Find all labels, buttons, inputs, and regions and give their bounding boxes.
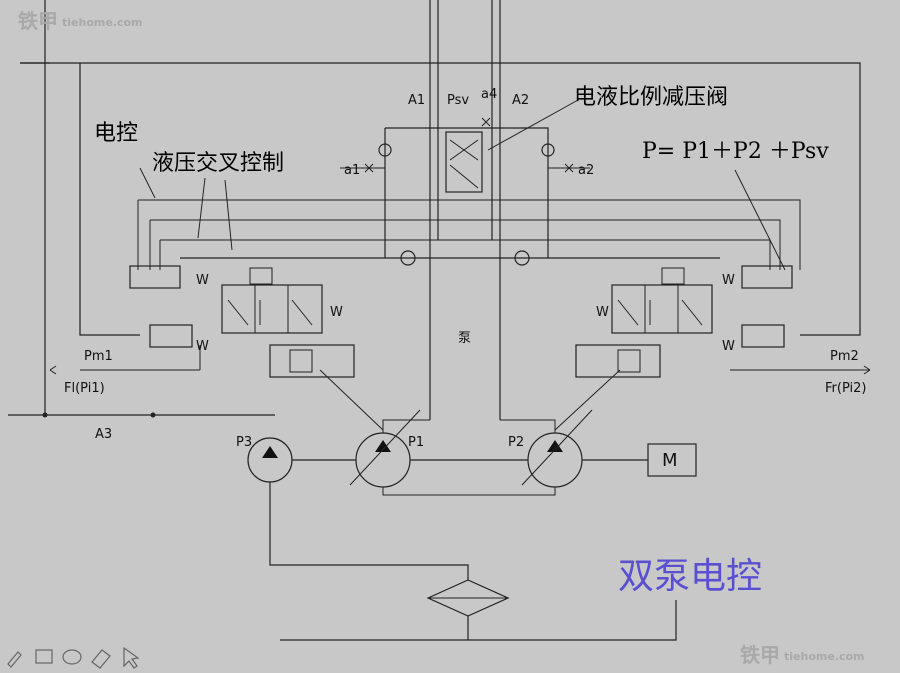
- callout-formula: P= P1＋P2 ＋Psv: [642, 139, 829, 164]
- label-w5: W: [722, 273, 735, 288]
- label-p1: P1: [408, 435, 424, 450]
- label-w2: W: [330, 305, 343, 320]
- label-p3: P3: [236, 435, 252, 450]
- right-spool-valve: [611, 284, 713, 334]
- label-w3: W: [196, 339, 209, 354]
- label-motor: M: [662, 450, 678, 471]
- eraser-icon[interactable]: [91, 649, 111, 669]
- label-w1: W: [196, 273, 209, 288]
- label-p2: P2: [508, 435, 524, 450]
- callout-valve: 电液比例减压阀: [574, 85, 728, 110]
- callout-electric: 电控: [94, 121, 138, 146]
- label-port-a2: a2: [578, 163, 594, 178]
- label-psv: Psv: [447, 93, 469, 108]
- bus-top: [385, 127, 549, 258]
- motor-box: [647, 443, 697, 477]
- label-fl: Fl(Pi1): [64, 381, 105, 396]
- slide-title: 双泵电控: [618, 556, 762, 597]
- watermark-top-brand: 铁甲: [18, 9, 58, 33]
- pilot-line-right: [20, 62, 861, 336]
- label-a4: a4: [481, 87, 497, 102]
- watermark-top-site: tiehome.com: [62, 16, 143, 29]
- label-a2: A2: [512, 93, 529, 108]
- label-pump: 泵: [458, 331, 471, 346]
- watermark-bottom-brand: 铁甲: [740, 643, 780, 667]
- screen-icon[interactable]: [35, 649, 53, 664]
- proportional-valve: [445, 131, 483, 193]
- valve-leader: [487, 99, 579, 151]
- label-a1: A1: [408, 93, 425, 108]
- pen-icon[interactable]: [7, 651, 22, 668]
- label-pm1: Pm1: [84, 349, 113, 364]
- pointer-icon[interactable]: [123, 646, 140, 669]
- label-a3: A3: [95, 427, 112, 442]
- a3-line: [8, 0, 275, 416]
- pilot-line-left: [20, 62, 140, 336]
- label-pm2: Pm2: [830, 349, 859, 364]
- label-w4: W: [596, 305, 609, 320]
- label-w6: W: [722, 339, 735, 354]
- circle-icon[interactable]: [62, 649, 82, 665]
- left-spool-valve: [221, 284, 323, 334]
- callout-hydraulic-cross: 液压交叉控制: [152, 151, 284, 176]
- pump-p3: [247, 437, 293, 483]
- label-port-a1: a1: [344, 163, 360, 178]
- watermark-bottom-site: tiehome.com: [784, 650, 865, 663]
- label-fr: Fr(Pi2): [825, 381, 866, 396]
